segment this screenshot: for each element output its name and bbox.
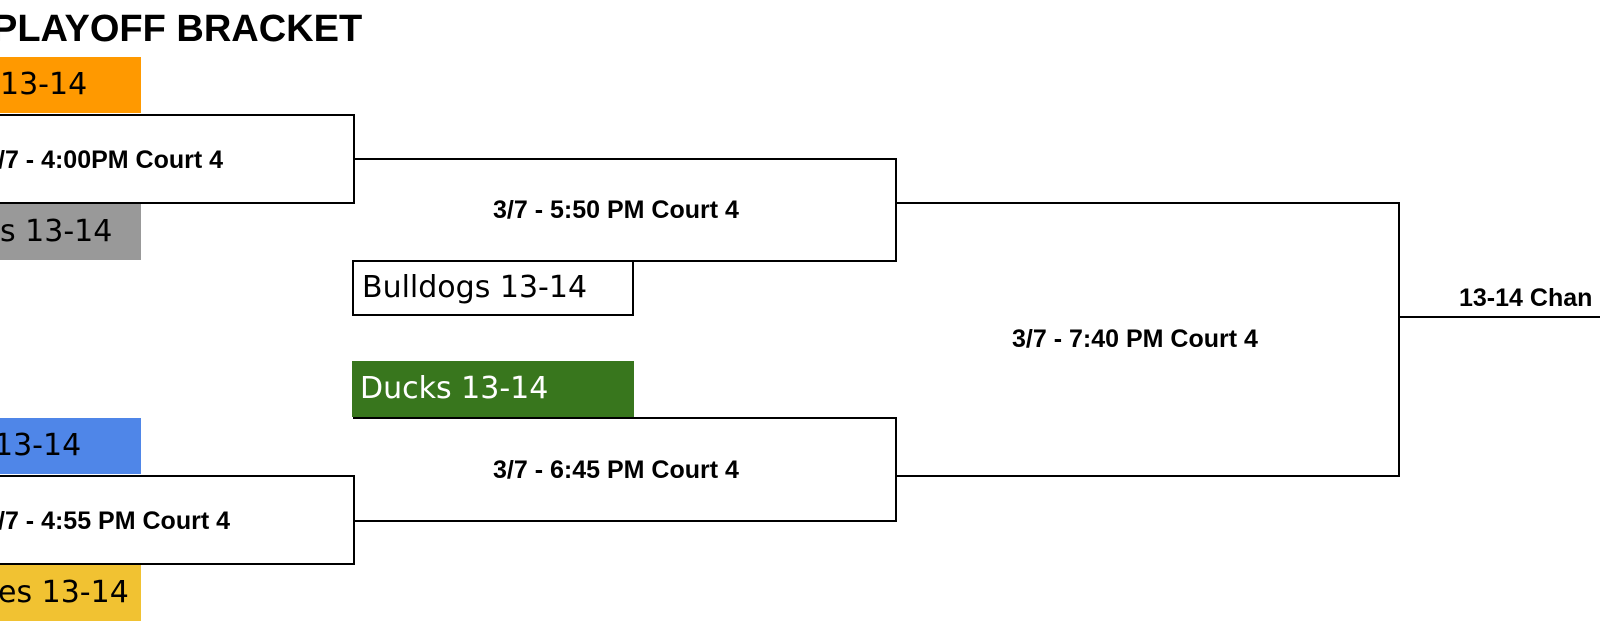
team-slot-1: 13-14 [0, 57, 141, 113]
bracket-line [895, 202, 1400, 204]
team-ducks: Ducks 13-14 [352, 361, 634, 417]
game-label-5: 3/7 - 7:40 PM Court 4 [1012, 325, 1258, 353]
bracket-line [0, 475, 355, 477]
bracket-line [895, 475, 1400, 477]
game-label-2: /7 - 4:55 PM Court 4 [0, 507, 230, 535]
game-label-1: /7 - 4:00PM Court 4 [0, 146, 224, 174]
page-title: PLAYOFF BRACKET [0, 8, 363, 50]
team-slot-3: 13-14 [0, 418, 141, 474]
bracket-line [895, 417, 897, 522]
team-slot-2: s 13-14 [0, 204, 141, 260]
championship-label: 13-14 Chan [1459, 284, 1593, 312]
bracket-line [0, 563, 355, 565]
bracket-line [1398, 202, 1400, 477]
game-label-3: 3/7 - 5:50 PM Court 4 [493, 196, 739, 224]
bracket-line [1398, 316, 1600, 318]
bracket-line [0, 202, 355, 204]
team-slot-4: es 13-14 [0, 565, 141, 621]
bracket-line [353, 158, 897, 160]
team-bulldogs: Bulldogs 13-14 [352, 260, 634, 316]
bracket-line [895, 158, 897, 262]
bracket-line [353, 417, 897, 419]
bracket-line [353, 520, 897, 522]
game-label-4: 3/7 - 6:45 PM Court 4 [493, 456, 739, 484]
bracket-line [0, 114, 355, 116]
bracket-line [353, 260, 897, 262]
